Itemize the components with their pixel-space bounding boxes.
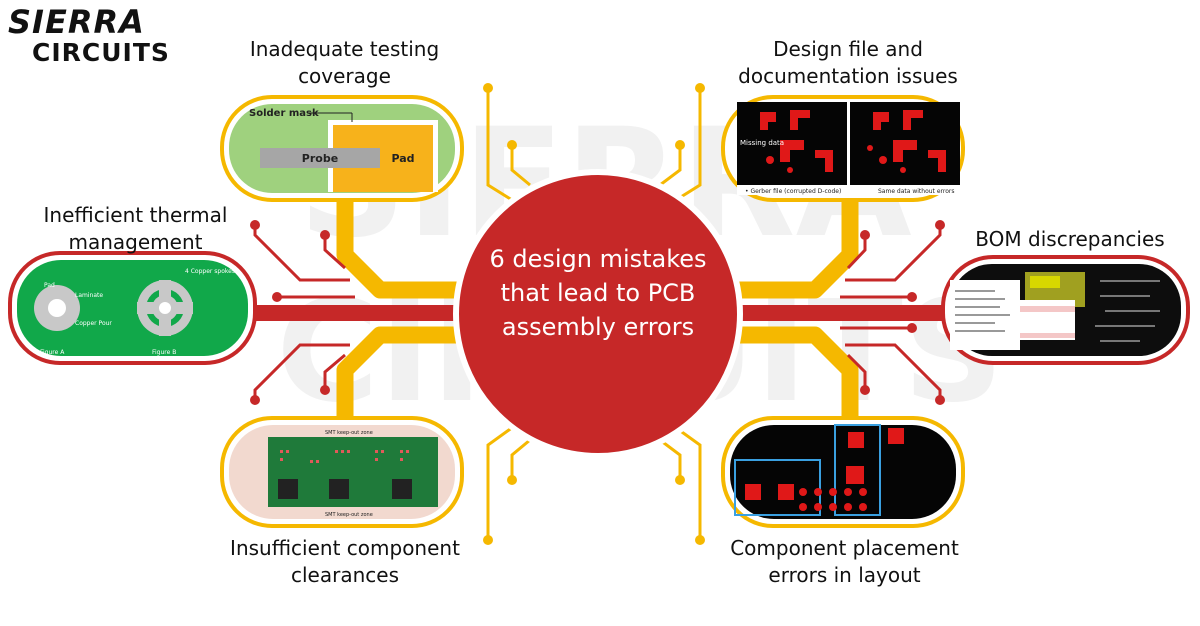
copper-pour-label: Copper Pour <box>75 320 112 327</box>
gerber-caption: • Gerber file (corrupted D-code) <box>745 188 841 195</box>
center-circle <box>453 169 743 459</box>
label-placement: Component placement errors in layout <box>730 536 959 587</box>
logo-line1: SIERRA <box>8 3 145 41</box>
label-design-files: Design file and documentation issues <box>738 37 958 88</box>
label-bom: BOM discrepancies <box>975 227 1165 251</box>
pad-label: Pad <box>391 152 414 165</box>
yellow-dots <box>483 83 705 545</box>
figure-a-label: Figure A <box>40 349 65 356</box>
copper-spokes-label: 4 Copper spokes <box>185 268 235 275</box>
figure-b-label: Figure B <box>152 349 176 356</box>
missing-data-label: Missing data <box>740 139 784 147</box>
keepout-top-label: SMT keep-out zone <box>325 430 373 436</box>
box-bom <box>941 255 1190 365</box>
box-testing-coverage: Probe Pad Solder mask <box>220 95 464 202</box>
box-clearances: SMT keep-out zone SMT keep-out zone <box>220 416 464 528</box>
thermal-pad-label: Pad <box>44 282 55 289</box>
logo-line2: CIRCUITS <box>32 38 170 67</box>
sierra-circuits-logo[interactable]: SIERRA CIRCUITS <box>8 6 170 65</box>
same-data-caption: Same data without errors <box>878 188 954 195</box>
label-testing-coverage: Inadequate testing coverage <box>249 37 440 88</box>
keepout-bottom-label: SMT keep-out zone <box>325 512 373 518</box>
label-clearances: Insufficient component clearances <box>230 536 460 587</box>
label-thermal: Inefficient thermal management <box>43 203 228 254</box>
box-thermal: Pad Laminate Copper Pour 4 Copper spokes… <box>8 251 257 365</box>
probe-label: Probe <box>302 152 338 165</box>
box-placement <box>721 416 965 528</box>
red-dots <box>250 220 945 405</box>
solder-mask-label: Solder mask <box>249 108 319 119</box>
box-design-files: Missing data • Gerber file (corrupted D-… <box>721 95 965 202</box>
laminate-label: Laminate <box>75 292 103 299</box>
center-title: 6 design mistakes that lead to PCB assem… <box>489 245 707 341</box>
thick-yellow-traces <box>336 200 859 420</box>
